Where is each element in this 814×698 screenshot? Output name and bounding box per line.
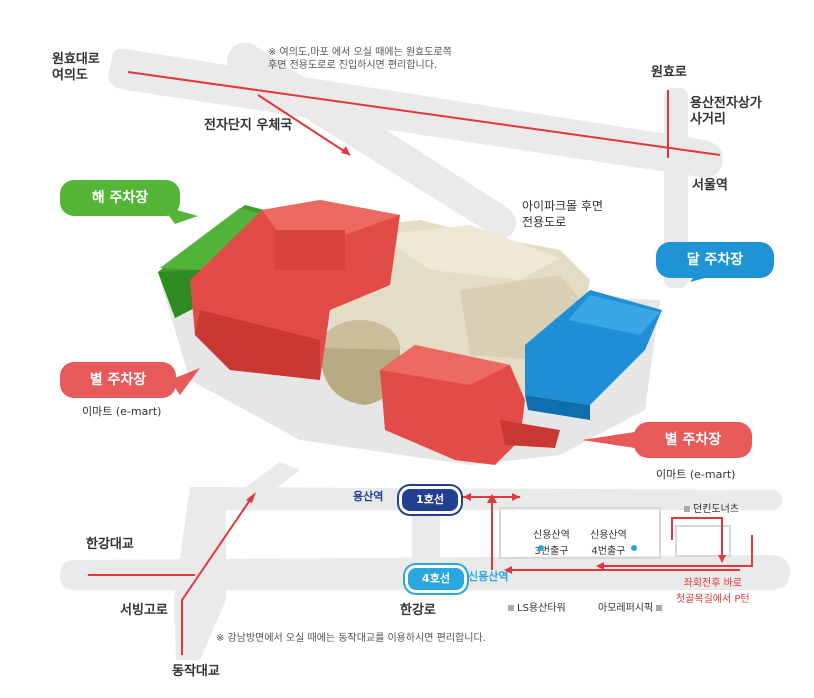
line4-badge[interactable]: 4호선: [405, 565, 467, 593]
star-parking-label-right: 별 주차장: [664, 432, 722, 448]
exit3-dot-icon: [538, 545, 544, 551]
road-label-ipark-rear: 아이파크몰 후면 전용도로: [522, 199, 604, 229]
city-block: [499, 507, 661, 559]
route-arrowheads: [246, 146, 726, 574]
note-bottom: ※ 강남방면에서 오실 때에는 동작대교를 이용하시면 편리합니다.: [216, 633, 486, 644]
road-label-hangangro: 한강로: [400, 603, 436, 618]
dunkin-label: 던킨도너츠: [684, 502, 739, 518]
bubble-pointer: [170, 368, 200, 395]
emart-label-right: 이마트 (e-mart): [656, 468, 736, 481]
exit4-dot-icon: [631, 545, 637, 551]
road-label-hangang-bridge: 한강대교: [86, 537, 134, 552]
road-label-wonhyo-yeouido: 원효대로 여의도: [52, 52, 100, 83]
road-label-yongsan-junction: 용산전자상가 사거리: [690, 96, 762, 127]
line1-badge[interactable]: 1호선: [399, 486, 461, 514]
star-parking-label-left: 별 주차장: [89, 372, 147, 388]
road-label-seoul-station: 서울역: [692, 178, 728, 193]
square-icon: [508, 604, 514, 611]
bubble-pointer: [582, 432, 635, 448]
exit3-text: 신용산역 3번출구: [533, 530, 570, 557]
moon-parking-bubble[interactable]: 달 주차장: [656, 242, 774, 278]
emart-label-left: 이마트 (e-mart): [82, 405, 162, 418]
route-lines: [88, 71, 753, 655]
sun-parking-label: 해 주차장: [91, 190, 149, 206]
square-icon: [684, 505, 690, 512]
ls-tower-text: LS용산타워: [517, 603, 566, 614]
road-label-post-office: 전자단지 우체국: [204, 118, 293, 133]
moon-parking-label: 달 주차장: [686, 252, 744, 268]
red-building-bottom: [380, 345, 560, 465]
amore-label: 아모레퍼시픽: [598, 601, 665, 617]
road-label-seobinggo: 서빙고로: [120, 603, 168, 618]
exit4-label: 신용산역 4번출구: [590, 528, 627, 560]
amore-text: 아모레퍼시픽: [598, 603, 654, 614]
note-top: ※ 여의도,마포 에서 오실 때에는 원효도로쪽 후면 전용도로로 진입하시면 …: [268, 47, 452, 71]
uturn-note: 좌회전후 바로 첫골목길에서 P턴: [676, 578, 750, 605]
blue-parking-building: [525, 290, 662, 420]
road-network: [60, 42, 790, 660]
yongsan-station-name: 용산역: [353, 490, 384, 503]
exit3-label: 신용산역 3번출구: [533, 528, 570, 560]
sun-parking-bubble[interactable]: 해 주차장: [60, 180, 180, 216]
road-label-dongjak: 동작대교: [172, 664, 220, 679]
red-building-left: [190, 200, 400, 380]
star-parking-bubble-right[interactable]: 별 주차장: [634, 422, 752, 458]
ls-tower-label: LS용산타워: [508, 601, 566, 617]
sinyongsan-station-name: 신용산역: [468, 570, 509, 583]
star-parking-bubble-left[interactable]: 별 주차장: [60, 362, 176, 398]
square-icon: [656, 604, 663, 611]
exit4-text: 신용산역 4번출구: [590, 530, 627, 557]
road-label-wonhyoro: 원효로: [651, 65, 687, 80]
dunkin-text: 던킨도너츠: [693, 504, 739, 515]
